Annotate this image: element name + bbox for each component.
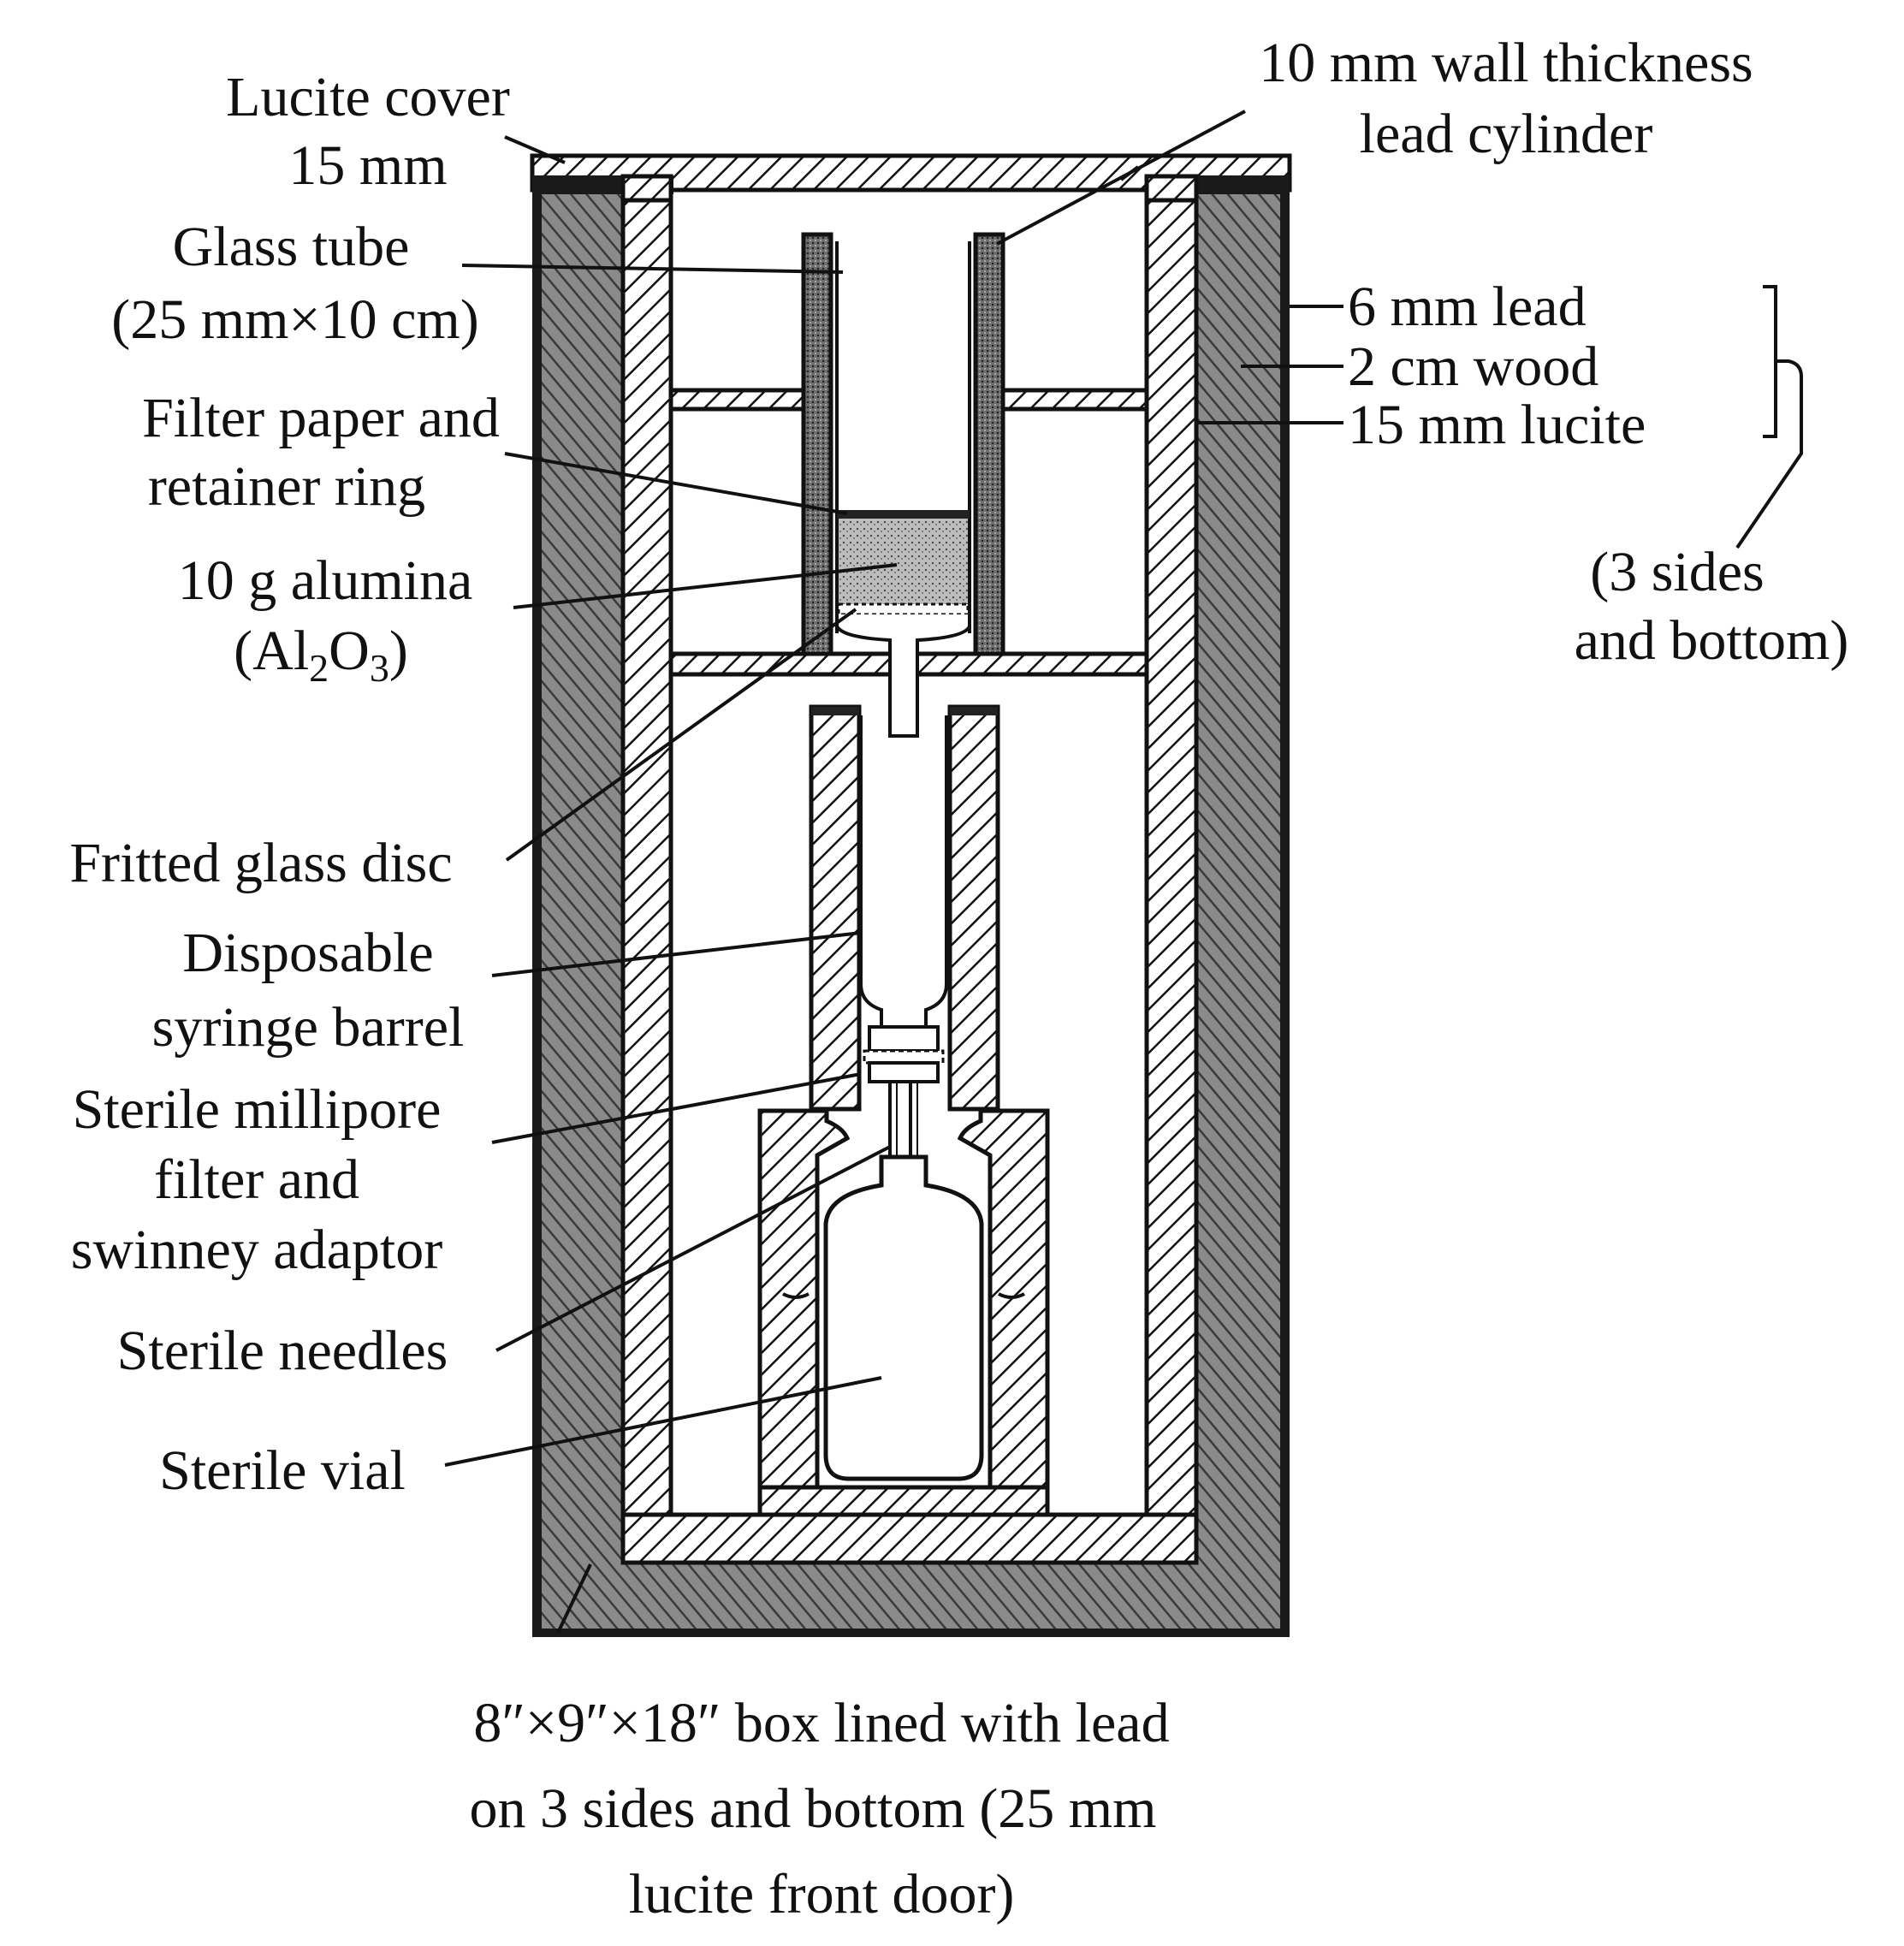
labels: Lucite cover 15 mm 10 mm wall thickness …: [69, 32, 1848, 1925]
label-box-lining: on 3 sides and bottom (25 mm: [470, 1777, 1157, 1840]
label-15mm-lucite: 15 mm lucite: [1348, 394, 1646, 456]
syringe-holder: [809, 704, 1000, 1112]
alumina-bed: [839, 519, 968, 606]
label-sterile-needles: Sterile needles: [117, 1320, 448, 1382]
label-three-sides: (3 sides: [1590, 541, 1764, 603]
label-syringe-barrel: syringe barrel: [152, 996, 465, 1059]
label-sterile-vial: Sterile vial: [159, 1439, 406, 1502]
inner-lucite-box: [620, 174, 1199, 1565]
glass-tube: [835, 241, 971, 738]
retainer-ring: [837, 510, 970, 519]
shelf-upper-left: [668, 388, 806, 412]
millipore-filter: [863, 1025, 945, 1083]
label-6mm-lead: 6 mm lead: [1348, 276, 1587, 338]
label-alumina-formula: (Al2O3): [234, 620, 408, 690]
label-box-dimensions: 8″×9″×18″ box lined with lead: [473, 1692, 1169, 1754]
label-disposable: Disposable: [182, 922, 433, 984]
label-box-door: lucite front door): [629, 1863, 1015, 1925]
label-lucite-cover-thickness: 15 mm: [288, 134, 447, 197]
label-filter-and: filter and: [154, 1148, 359, 1211]
leader-lines: [444, 110, 1803, 1634]
lead-cylinder: [801, 232, 1005, 656]
label-millipore: Sterile millipore: [73, 1078, 442, 1141]
sterile-vial: [823, 1154, 984, 1481]
label-lead-cylinder: lead cylinder: [1360, 103, 1653, 165]
label-alumina: 10 g alumina: [178, 549, 473, 612]
label-lucite-cover: Lucite cover: [226, 66, 510, 128]
label-and-bottom: and bottom): [1575, 609, 1849, 672]
sterile-needles: [888, 1082, 918, 1157]
label-glass-tube-size: (25 mm×10 cm): [111, 288, 478, 351]
fritted-glass-disc: [837, 602, 970, 616]
label-swinney-adaptor: swinney adaptor: [71, 1219, 442, 1281]
label-retainer-ring: retainer ring: [148, 455, 425, 518]
label-filter-paper: Filter paper and: [142, 387, 500, 449]
shelf-upper-right: [1000, 388, 1149, 412]
label-wall-thickness: 10 mm wall thickness: [1259, 32, 1753, 94]
vial-holder: [757, 1108, 1050, 1517]
label-fritted-disc: Fritted glass disc: [69, 832, 452, 894]
label-2cm-wood: 2 cm wood: [1348, 335, 1599, 398]
label-glass-tube: Glass tube: [173, 216, 410, 278]
